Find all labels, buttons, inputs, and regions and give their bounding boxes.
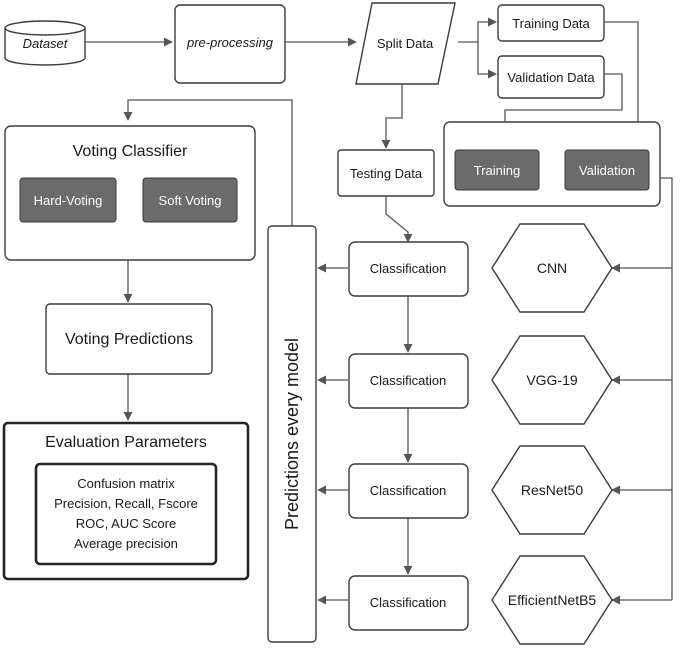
testing-data-node: Testing Data <box>337 149 435 197</box>
connectors <box>85 17 673 605</box>
validation-data-node: Validation Data <box>497 55 605 99</box>
classification-label-1: Classification <box>370 261 447 276</box>
classification-node-1: Classification <box>348 241 469 297</box>
hard-voting-block <box>19 177 117 223</box>
training-data-node: Training Data <box>497 4 605 42</box>
testing-data-label: Testing Data <box>350 166 423 181</box>
validation-label: Validation <box>579 163 635 178</box>
model-label-efficientnetb5: EfficientNetB5 <box>508 592 597 608</box>
preprocessing-label: pre-processing <box>186 35 274 50</box>
train-validate-panel: Training Validation <box>443 121 661 207</box>
model-node-vgg19: VGG-19 <box>491 335 613 425</box>
voting-classifier-title: Voting Classifier <box>73 143 188 160</box>
evaluation-parameters-title: Evaluation Parameters <box>45 434 207 451</box>
model-label-vgg19: VGG-19 <box>526 372 578 388</box>
soft-voting-block <box>142 177 238 223</box>
voting-classifier-node: Voting Classifier Hard-Voting Soft Votin… <box>4 125 256 261</box>
preprocessing-node: pre-processing <box>174 4 286 84</box>
hard-voting-label: Hard-Voting <box>34 193 103 208</box>
split-data-node: Split Data <box>355 2 456 85</box>
voting-predictions-node: Voting Predictions <box>45 303 213 375</box>
classification-label-4: Classification <box>370 595 447 610</box>
classification-node-4: Classification <box>348 575 469 631</box>
split-data-label: Split Data <box>377 36 434 51</box>
classification-label-3: Classification <box>370 483 447 498</box>
model-node-resnet50: ResNet50 <box>491 445 613 535</box>
evaluation-parameters-node: Evaluation Parameters Confusion matrix P… <box>2 421 250 581</box>
eval-line-4: Average precision <box>74 536 178 551</box>
model-node-cnn: CNN <box>491 223 613 313</box>
classification-label-2: Classification <box>370 373 447 388</box>
model-label-resnet50: ResNet50 <box>521 482 583 498</box>
classification-node-2: Classification <box>348 353 469 409</box>
predictions-every-model-node: Predictions every model <box>267 225 317 643</box>
soft-voting-label: Soft Voting <box>159 193 222 208</box>
classification-node-3: Classification <box>348 463 469 519</box>
training-label: Training <box>474 163 520 178</box>
dataset-node: Dataset <box>4 20 86 66</box>
validation-data-label: Validation Data <box>507 70 595 85</box>
predictions-every-model-label: Predictions every model <box>282 338 302 530</box>
eval-line-1: Confusion matrix <box>77 476 175 491</box>
training-block <box>454 149 540 191</box>
model-node-efficientnetb5: EfficientNetB5 <box>491 555 613 645</box>
validation-block <box>564 149 650 191</box>
eval-line-2: Precision, Recall, Fscore <box>54 496 198 511</box>
dataset-label: Dataset <box>23 36 69 51</box>
voting-predictions-label: Voting Predictions <box>65 331 193 348</box>
training-data-label: Training Data <box>512 16 590 31</box>
eval-line-3: ROC, AUC Score <box>76 516 176 531</box>
model-label-cnn: CNN <box>537 260 567 276</box>
